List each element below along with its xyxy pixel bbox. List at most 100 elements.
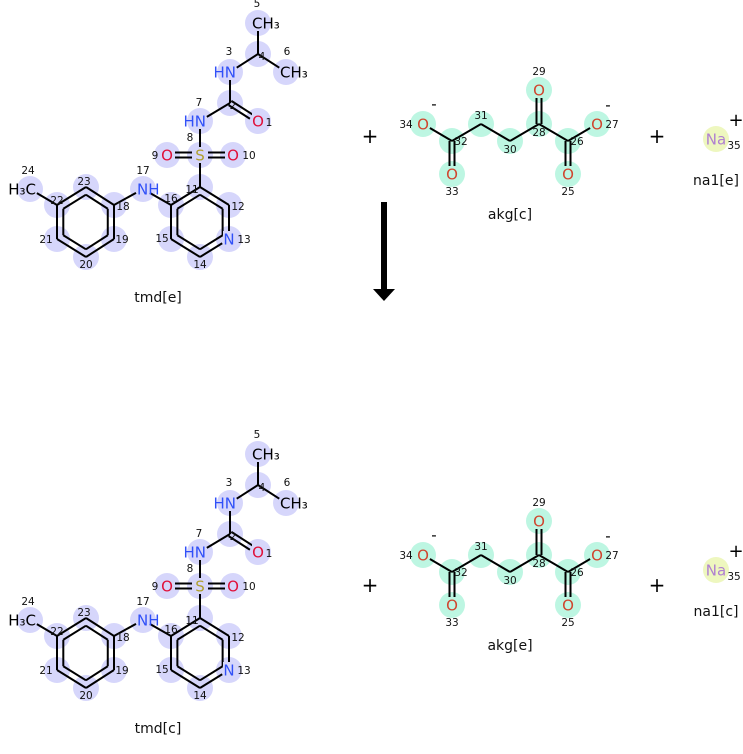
aromatic-bond — [176, 665, 201, 682]
label-bg — [417, 547, 429, 563]
single-bond — [538, 554, 569, 573]
double-bond — [230, 100, 254, 116]
atom-number: 17 — [136, 596, 149, 608]
single-bond — [451, 123, 482, 142]
atom-number: 5 — [254, 429, 261, 441]
label-bg — [194, 147, 206, 163]
aromatic-bond — [62, 665, 87, 682]
atom-number: 23 — [77, 176, 90, 188]
atom-element-label: O — [252, 113, 264, 131]
atom-number: 14 — [193, 259, 207, 271]
charge-label: + — [728, 110, 743, 131]
atom-number: 29 — [532, 66, 545, 78]
single-bond — [149, 192, 172, 206]
atom-number: 24 — [21, 596, 35, 608]
label-bg — [252, 446, 264, 462]
label-bg — [252, 15, 264, 31]
atom-number: 29 — [532, 497, 545, 509]
atom-element-label: HN — [184, 544, 207, 562]
atom-element-label: O — [227, 147, 239, 165]
atom-number: 4 — [259, 51, 266, 63]
label-bg — [417, 116, 429, 132]
atom-number: 22 — [50, 195, 63, 207]
atom-number: 18 — [116, 201, 129, 213]
single-bond — [56, 617, 87, 637]
single-bond — [480, 554, 511, 573]
label-bg — [227, 578, 239, 594]
atom-element-label: O — [252, 544, 264, 562]
atom-number: 28 — [532, 558, 545, 570]
label-bg — [24, 612, 36, 628]
aromatic-bond — [85, 624, 109, 641]
atom-element-label: N — [223, 662, 234, 680]
label-bg — [446, 166, 458, 182]
atom-element-label: HN — [214, 495, 237, 513]
single-bond — [113, 622, 137, 637]
label-bg — [252, 544, 264, 560]
single-bond — [56, 186, 87, 206]
plus-sign: + — [649, 124, 666, 148]
label-bg — [252, 113, 264, 129]
atom-number: 15 — [155, 233, 168, 245]
atom-element-label: S — [195, 147, 205, 165]
label-bg — [161, 147, 173, 163]
atom-number: 25 — [561, 186, 574, 198]
charge-label: - — [605, 527, 610, 545]
species-name: tmd[c] — [135, 721, 182, 737]
single-bond — [257, 53, 280, 69]
atom-number: 19 — [115, 234, 128, 246]
bonds — [36, 31, 280, 258]
atom-element-label: CH₃ — [252, 446, 280, 464]
atom-number: 25 — [561, 617, 574, 629]
single-bond — [509, 554, 540, 573]
atom-number: 26 — [570, 136, 584, 148]
atom-element-label: O — [161, 578, 173, 596]
atom-number: 7 — [196, 97, 203, 109]
aromatic-bond — [85, 193, 109, 210]
atom-number: 6 — [284, 477, 291, 489]
atom-element-label: S — [195, 578, 205, 596]
label-bg — [223, 231, 235, 247]
atom-number: 13 — [237, 234, 250, 246]
atom-element-label: H₃C — [8, 612, 36, 630]
species-name: na1[c] — [694, 604, 739, 620]
atom-number: 6 — [284, 46, 291, 58]
single-bond — [85, 617, 115, 637]
atom-number: 31 — [474, 541, 487, 553]
label-bg — [280, 495, 292, 511]
charge-label: - — [605, 96, 610, 114]
atom-element-label: O — [227, 578, 239, 596]
aromatic-bond — [62, 624, 87, 641]
aromatic-bond — [62, 193, 87, 210]
single-bond — [429, 127, 453, 142]
atom-number: 20 — [79, 690, 92, 702]
single-bond — [199, 673, 223, 689]
atom-element-label: O — [562, 597, 574, 615]
single-bond — [199, 186, 230, 206]
atom-element-label: O — [417, 116, 429, 134]
single-bond — [480, 123, 511, 142]
bonds — [36, 462, 280, 689]
label-bg — [562, 166, 574, 182]
atom-number: 32 — [454, 567, 467, 579]
single-bond — [170, 238, 201, 258]
single-bond — [149, 623, 172, 637]
atom-number: 19 — [115, 665, 128, 677]
single-bond — [170, 186, 201, 206]
single-bond — [36, 192, 58, 206]
atom-number: 35 — [727, 571, 740, 583]
aromatic-bond — [199, 234, 224, 251]
label-bg — [24, 181, 36, 197]
atom-number: 12 — [231, 201, 244, 213]
bonds — [429, 98, 591, 166]
atom-number: 33 — [445, 186, 458, 198]
atom-number: 33 — [445, 617, 458, 629]
single-bond — [429, 558, 453, 573]
double-bond — [230, 531, 254, 547]
label-bg — [194, 113, 206, 129]
atom-element-label: NH — [137, 612, 160, 630]
